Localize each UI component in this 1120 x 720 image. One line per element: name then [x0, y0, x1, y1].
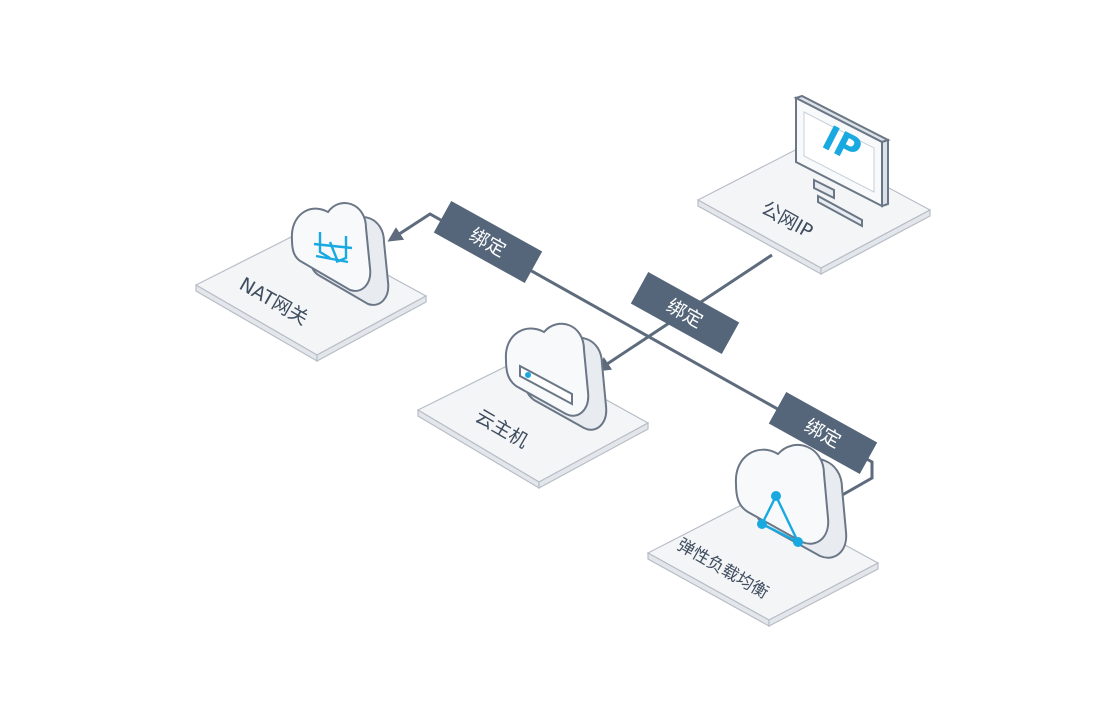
nat-lb-link [387, 212, 874, 504]
bind-tag-host: 绑定 [630, 272, 740, 354]
public-ip-node: IP 公网IP [758, 94, 891, 243]
load-balancer-tile [646, 496, 880, 628]
triangle-network-icon [757, 491, 803, 547]
bind-tag-nat: 绑定 [433, 201, 543, 283]
bind-tag-lb: 绑定 [768, 392, 878, 474]
nat-gateway-icon [313, 232, 353, 264]
monitor-icon [793, 94, 891, 228]
server-icon [519, 364, 573, 406]
